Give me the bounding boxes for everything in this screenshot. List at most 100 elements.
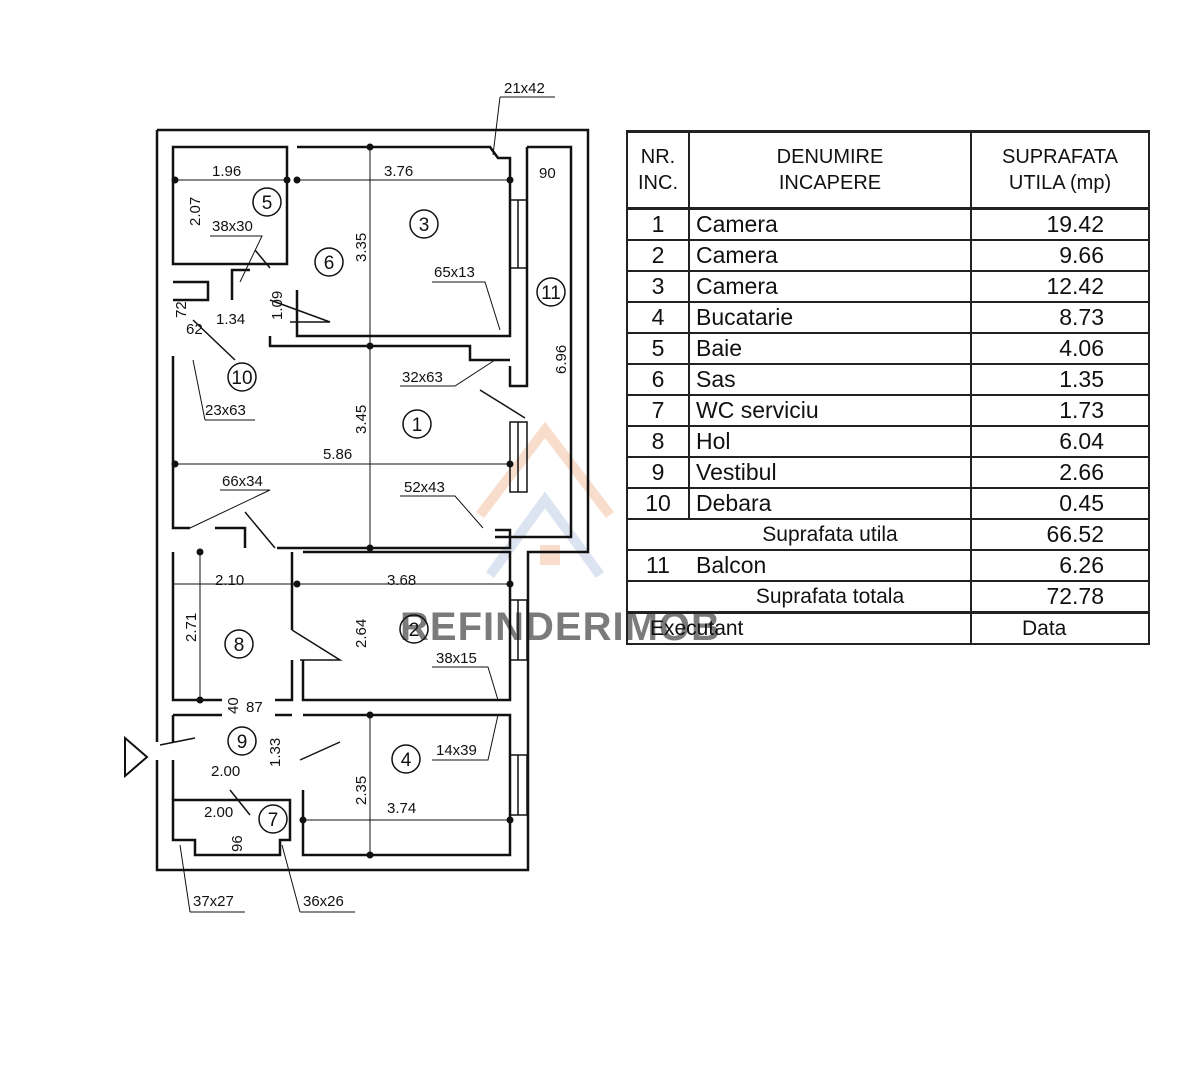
- row-area: 1.35: [970, 363, 1150, 396]
- dim-label: 72: [173, 301, 190, 318]
- dim-label: 23x63: [205, 402, 246, 419]
- room-number: 5: [262, 193, 273, 214]
- date-label: Data: [970, 611, 1150, 645]
- row-name: Baie: [688, 332, 972, 365]
- balcony-area: 6.26: [970, 549, 1150, 582]
- header-nr: NR. INC.: [626, 130, 690, 210]
- room-numbers: 1 2 3 4 5 6 7 8 9 10 11: [231, 193, 560, 831]
- row-area: 0.45: [970, 487, 1150, 520]
- dimension-labels: 1.96 2.07 3.76 3.35 90 21x42 65x13 38x30…: [173, 80, 570, 910]
- total-area-label: Suprafata totala: [689, 580, 972, 614]
- dim-label: 2.71: [183, 613, 200, 642]
- room-number: 8: [234, 635, 245, 656]
- room-number: 7: [268, 810, 279, 831]
- dim-label: 3.35: [353, 233, 370, 262]
- room-number: 1: [412, 415, 423, 436]
- dim-label: 32x63: [402, 369, 443, 386]
- row-area: 4.06: [970, 332, 1150, 365]
- row-name: Camera: [688, 239, 972, 272]
- dim-label: 87: [246, 699, 263, 716]
- header-area: SUPRAFATA UTILA (mp): [970, 130, 1150, 210]
- balcony-nr: 11: [626, 549, 689, 582]
- dim-label: 36x26: [303, 893, 344, 910]
- dimension-lines: [171, 143, 514, 859]
- room-number: 11: [541, 283, 561, 304]
- room-area-table: NR. INC. DENUMIRE INCAPERE SUPRAFATA UTI…: [626, 130, 1150, 645]
- row-area: 6.04: [970, 425, 1150, 458]
- table-header-row: NR. INC. DENUMIRE INCAPERE SUPRAFATA UTI…: [626, 130, 1150, 210]
- dim-label: 38x30: [212, 218, 253, 235]
- row-name: Camera: [688, 207, 972, 241]
- dim-label: 40: [225, 697, 242, 714]
- walls: [155, 128, 590, 872]
- door-swings: [159, 249, 526, 816]
- dim-label: 6.96: [553, 345, 570, 374]
- room-number: 2: [409, 620, 420, 641]
- dim-label: 1.96: [212, 163, 241, 180]
- total-area-row: Suprafata totala 72.78: [626, 580, 1150, 614]
- dim-label: 1.33: [267, 738, 284, 767]
- dim-label: 52x43: [404, 479, 445, 496]
- row-nr: 6: [626, 363, 690, 396]
- dim-label: 66x34: [222, 473, 263, 490]
- row-nr: 2: [626, 239, 690, 272]
- row-name: Bucatarie: [688, 301, 972, 334]
- room-markers: [224, 187, 566, 834]
- row-nr: 10: [626, 487, 690, 520]
- dim-label: 90: [539, 165, 556, 182]
- dim-label: 21x42: [504, 80, 545, 97]
- room-number: 3: [419, 215, 430, 236]
- row-area: 1.73: [970, 394, 1150, 427]
- balcony-row: 11 Balcon 6.26: [626, 549, 1150, 582]
- row-area: 9.66: [970, 239, 1150, 272]
- row-nr: 5: [626, 332, 690, 365]
- dim-label: 3.74: [387, 800, 416, 817]
- dim-label: 62: [186, 321, 203, 338]
- header-name: DENUMIRE INCAPERE: [688, 130, 972, 210]
- room-number: 4: [401, 750, 412, 771]
- row-nr: 8: [626, 425, 690, 458]
- dim-label: 3.45: [353, 405, 370, 434]
- row-nr: 1: [626, 207, 690, 241]
- dim-label: 96: [229, 835, 246, 852]
- dim-label: 2.35: [353, 776, 370, 805]
- useful-area-row: Suprafata utila 66.52: [626, 518, 1150, 551]
- row-name: Hol: [688, 425, 972, 458]
- row-nr: 4: [626, 301, 690, 334]
- row-name: Vestibul: [688, 456, 972, 489]
- signature-row: Executant Data: [626, 611, 1150, 645]
- entrance-arrow-icon: [124, 735, 149, 779]
- dim-label: 1.34: [216, 311, 245, 328]
- dim-label: 2.00: [204, 804, 233, 821]
- dim-label: 2.00: [211, 763, 240, 780]
- dim-label: 37x27: [193, 893, 234, 910]
- dim-label: 3.76: [384, 163, 413, 180]
- row-area: 8.73: [970, 301, 1150, 334]
- room-number: 10: [231, 368, 252, 389]
- dim-label: 2.64: [353, 619, 370, 648]
- leader-lines: [179, 96, 555, 913]
- total-area-value: 72.78: [970, 580, 1150, 614]
- dim-label: 38x15: [436, 650, 477, 667]
- balcony-name: Balcon: [688, 549, 972, 582]
- dim-label: 14x39: [436, 742, 477, 759]
- room-number: 9: [237, 732, 248, 753]
- row-name: Sas: [688, 363, 972, 396]
- row-name: Debara: [688, 487, 972, 520]
- row-nr: 3: [626, 270, 690, 303]
- dim-label: 1.09: [269, 291, 286, 320]
- row-area: 12.42: [970, 270, 1150, 303]
- row-name: Camera: [688, 270, 972, 303]
- useful-area-value: 66.52: [970, 518, 1150, 551]
- windows: [509, 199, 528, 816]
- executant-label: Executant: [626, 611, 972, 645]
- row-nr: 7: [626, 394, 690, 427]
- row-nr: 9: [626, 456, 690, 489]
